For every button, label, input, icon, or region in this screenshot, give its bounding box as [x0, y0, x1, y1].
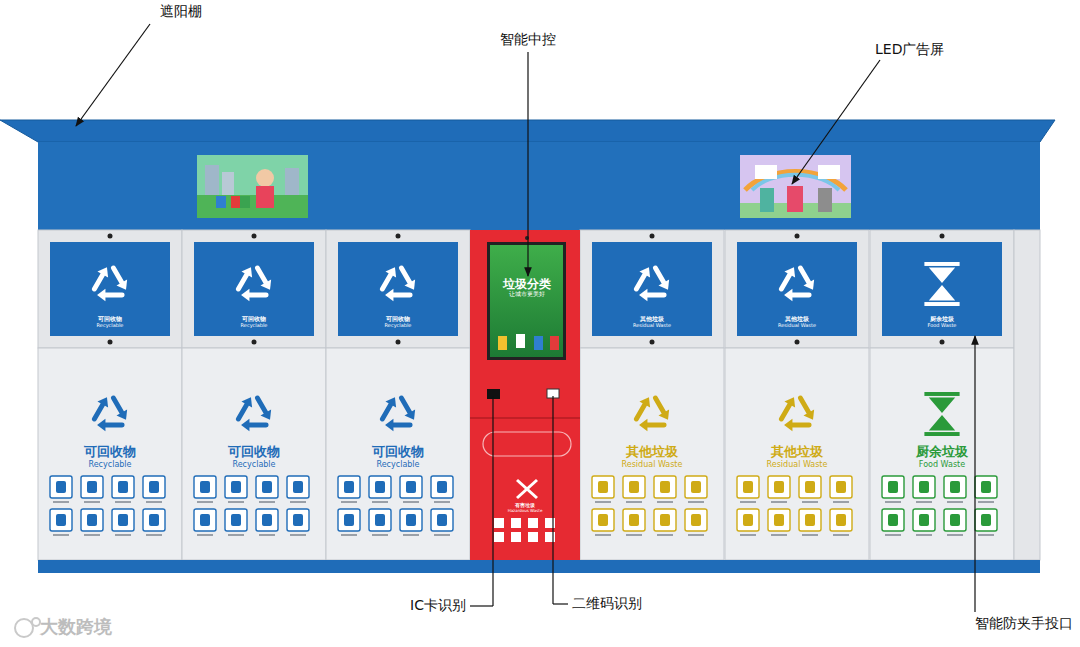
bin-label: 厨余垃圾Food Waste [872, 441, 1012, 473]
bin-column [38, 230, 182, 560]
bin-label: 其他垃圾Residual Waste [737, 310, 857, 334]
bin-subtitle: Residual Waste [622, 460, 683, 469]
bin-column [580, 230, 724, 560]
watermark: 大数跨境 [40, 617, 112, 637]
bin-title: 垃圾分类 [503, 278, 551, 292]
bin-subtitle: 让城市更美好 [509, 291, 545, 298]
bin-label: 可回收物Recyclable [328, 441, 468, 473]
bin-label: 其他垃圾Residual Waste [727, 441, 867, 473]
bin-subtitle: Recyclable [89, 460, 132, 469]
bin-subtitle: Hazardous Waste [508, 509, 543, 514]
bin-title: 可回收物 [98, 316, 122, 323]
bin-title: 其他垃圾 [785, 316, 809, 323]
bin-label: 可回收物Recyclable [194, 310, 314, 334]
bin-title: 厨余垃圾 [930, 316, 954, 323]
cabinet-side [1014, 230, 1040, 560]
bin-title: 可回收物 [228, 445, 280, 460]
base-plinth [38, 560, 1040, 573]
bin-label: 垃圾分类让城市更美好 [490, 268, 563, 308]
bin-subtitle: Recyclable [97, 323, 124, 329]
bin-column [182, 230, 326, 560]
callout-label: LED广告屏 [875, 42, 944, 57]
bin-label: 有害垃圾Hazardous Waste [474, 500, 576, 516]
bin-title: 其他垃圾 [640, 316, 664, 323]
bin-title: 可回收物 [242, 316, 266, 323]
bin-title: 可回收物 [386, 316, 410, 323]
callout-label: IC卡识别 [410, 598, 466, 613]
bin-label: 可回收物Recyclable [40, 441, 180, 473]
bin-subtitle: Food Waste [928, 323, 957, 329]
bin-label: 可回收物Recyclable [338, 310, 458, 334]
bin-subtitle: Food Waste [919, 460, 965, 469]
led-screen [197, 155, 308, 218]
bin-label: 其他垃圾Residual Waste [582, 441, 722, 473]
bin-column [870, 230, 1014, 560]
bin-title: 可回收物 [84, 445, 136, 460]
bin-title: 厨余垃圾 [916, 445, 968, 460]
back-wall [38, 142, 1040, 230]
led-screen [740, 155, 851, 218]
watermark-logo [15, 618, 40, 637]
bin-label: 厨余垃圾Food Waste [882, 310, 1002, 334]
bin-subtitle: Residual Waste [633, 323, 671, 329]
bin-subtitle: Residual Waste [778, 323, 816, 329]
callout-label: 智能中控 [500, 32, 556, 47]
bin-column [326, 230, 470, 560]
bin-title: 其他垃圾 [771, 445, 823, 460]
callout-label: 遮阳棚 [160, 4, 202, 19]
bin-title: 其他垃圾 [626, 445, 678, 460]
callout-label: 智能防夹手投口 [975, 616, 1073, 631]
bin-label: 可回收物Recyclable [184, 441, 324, 473]
bin-subtitle: Recyclable [377, 460, 420, 469]
bin-subtitle: Residual Waste [767, 460, 828, 469]
bin-subtitle: Recyclable [385, 323, 412, 329]
bin-label: 可回收物Recyclable [50, 310, 170, 334]
bin-subtitle: Recyclable [233, 460, 276, 469]
bin-title: 可回收物 [372, 445, 424, 460]
bin-subtitle: Recyclable [241, 323, 268, 329]
callout-label: 二维码识别 [572, 596, 642, 611]
leader-lines [76, 24, 975, 612]
bin-label: 其他垃圾Residual Waste [592, 310, 712, 334]
hazardous-bin [470, 230, 580, 560]
bin-column [725, 230, 869, 560]
